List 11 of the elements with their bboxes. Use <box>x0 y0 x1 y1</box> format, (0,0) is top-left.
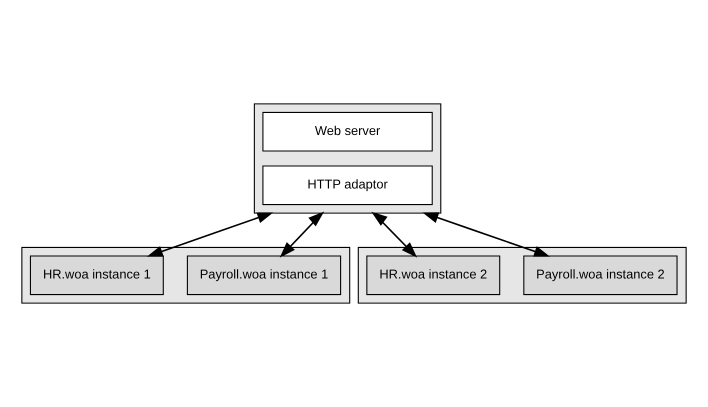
arrow <box>280 212 324 258</box>
arrow <box>371 212 418 258</box>
arrow <box>422 212 550 257</box>
node-box: HTTP adaptor <box>262 165 433 206</box>
node-box: HR.woa instance 2 <box>366 255 500 296</box>
arrow <box>146 212 274 257</box>
node-box: Payroll.woa instance 1 <box>186 255 342 296</box>
cluster <box>254 103 442 214</box>
node-box: HR.woa instance 1 <box>30 255 164 296</box>
node-box: Payroll.woa instance 2 <box>523 255 678 296</box>
node-box: Web server <box>262 112 433 152</box>
